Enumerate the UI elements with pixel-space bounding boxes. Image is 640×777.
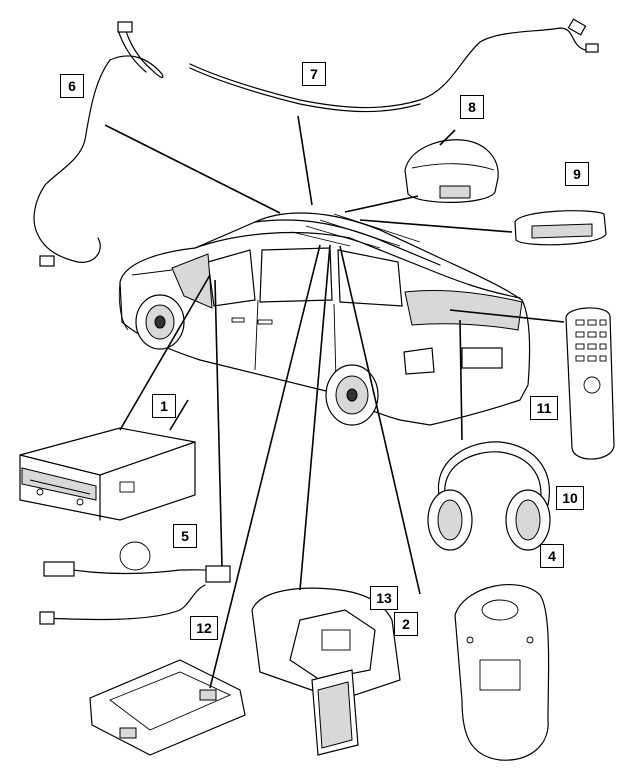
mounting-plate-4: [454, 584, 550, 761]
callout-6: 6: [60, 74, 84, 98]
callout-12: 12: [190, 616, 218, 640]
minivan-illustration: [118, 212, 531, 426]
callout-8: 8: [460, 95, 484, 119]
leader-lines: [104, 115, 565, 689]
callout-9: 9: [565, 162, 589, 186]
callout-13: 13: [370, 586, 398, 610]
wiring-harness-6: [33, 21, 164, 267]
callout-4: 4: [540, 544, 564, 568]
callout-5: 5: [173, 524, 197, 548]
dvd-player-1: [19, 427, 196, 521]
dome-lamp-9: [514, 210, 607, 246]
overhead-console-8: [404, 139, 499, 203]
callout-10: 10: [556, 486, 584, 510]
headphones-10: [427, 441, 551, 551]
callout-11: 11: [530, 396, 558, 420]
callout-7: 7: [302, 62, 326, 86]
remote-control-11: [565, 307, 615, 460]
cable-7: [189, 18, 599, 113]
bracket-12: [89, 659, 246, 756]
overhead-dvd-unit-13-2: [251, 587, 401, 756]
callout-1: 1: [152, 394, 176, 418]
callout-2: 2: [394, 612, 418, 636]
cable-5: [39, 541, 231, 625]
